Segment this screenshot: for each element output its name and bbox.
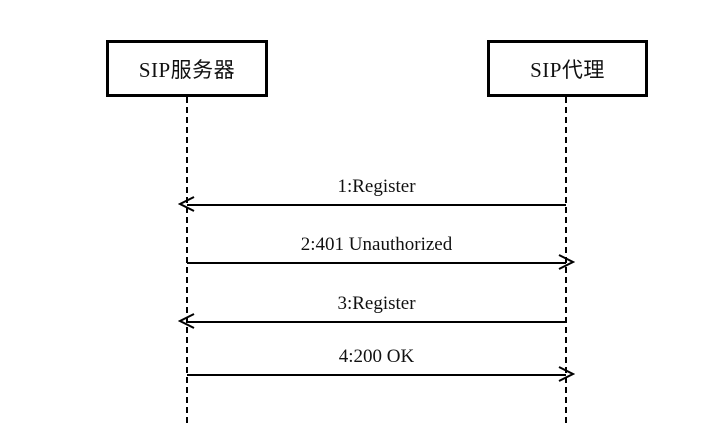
participant-box-sip-proxy: SIP代理 bbox=[487, 40, 648, 97]
arrowhead-right-icon bbox=[557, 253, 575, 271]
message-3-label: 3:Register bbox=[337, 293, 416, 314]
participant-label-sip-server: SIP服务器 bbox=[138, 57, 236, 82]
arrowhead-left-icon bbox=[178, 195, 196, 213]
lifeline-sip-server bbox=[186, 97, 188, 423]
message-2-line bbox=[187, 262, 566, 264]
arrowhead-left-icon bbox=[178, 312, 196, 330]
arrowhead-right-icon bbox=[557, 365, 575, 383]
message-3-line bbox=[187, 321, 566, 323]
message-4-line bbox=[187, 374, 566, 376]
message-1-label: 1:Register bbox=[337, 176, 416, 197]
message-1-line bbox=[187, 204, 566, 206]
participant-label-sip-proxy: SIP代理 bbox=[530, 57, 605, 82]
lifeline-sip-proxy bbox=[565, 97, 567, 423]
participant-box-sip-server: SIP服务器 bbox=[106, 40, 268, 97]
message-4-label: 4:200 OK bbox=[338, 346, 415, 367]
message-2-label: 2:401 Unauthorized bbox=[300, 234, 453, 255]
